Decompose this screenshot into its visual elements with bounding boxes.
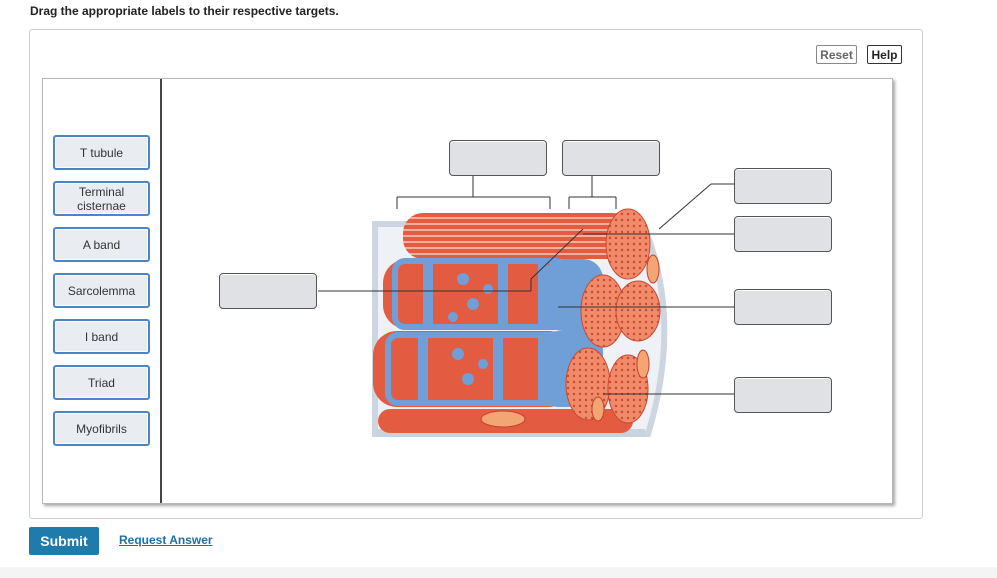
label-terminal-cisternae[interactable]: Terminal cisternae xyxy=(53,181,150,216)
drag-drop-workspace: T tubule Terminal cisternae A band Sarco… xyxy=(42,78,893,504)
drop-target-left[interactable] xyxy=(219,273,317,309)
label-i-band[interactable]: I band xyxy=(53,319,150,354)
label-sarcolemma[interactable]: Sarcolemma xyxy=(53,273,150,308)
reset-button[interactable]: Reset xyxy=(816,45,857,64)
label-a-band[interactable]: A band xyxy=(53,227,150,262)
drop-target-top-left[interactable] xyxy=(449,140,547,176)
drop-target-right-1[interactable] xyxy=(734,168,832,204)
drop-target-right-3[interactable] xyxy=(734,289,832,325)
instruction-text: Drag the appropriate labels to their res… xyxy=(30,4,339,18)
label-tray: T tubule Terminal cisternae A band Sarco… xyxy=(43,79,162,503)
label-myofibrils[interactable]: Myofibrils xyxy=(53,411,150,446)
drop-target-right-4[interactable] xyxy=(734,377,832,413)
activity-panel: Reset Help T tubule Terminal cisternae A… xyxy=(29,29,923,519)
help-button[interactable]: Help xyxy=(867,45,902,64)
request-answer-link[interactable]: Request Answer xyxy=(119,533,213,547)
drop-target-right-2[interactable] xyxy=(734,216,832,252)
muscle-fiber-diagram xyxy=(318,169,735,437)
footer-bar xyxy=(0,567,997,578)
myofibril-top xyxy=(403,213,633,259)
label-triad[interactable]: Triad xyxy=(53,365,150,400)
drop-target-top-right[interactable] xyxy=(562,140,660,176)
submit-button[interactable]: Submit xyxy=(29,527,99,555)
label-t-tubule[interactable]: T tubule xyxy=(53,135,150,170)
